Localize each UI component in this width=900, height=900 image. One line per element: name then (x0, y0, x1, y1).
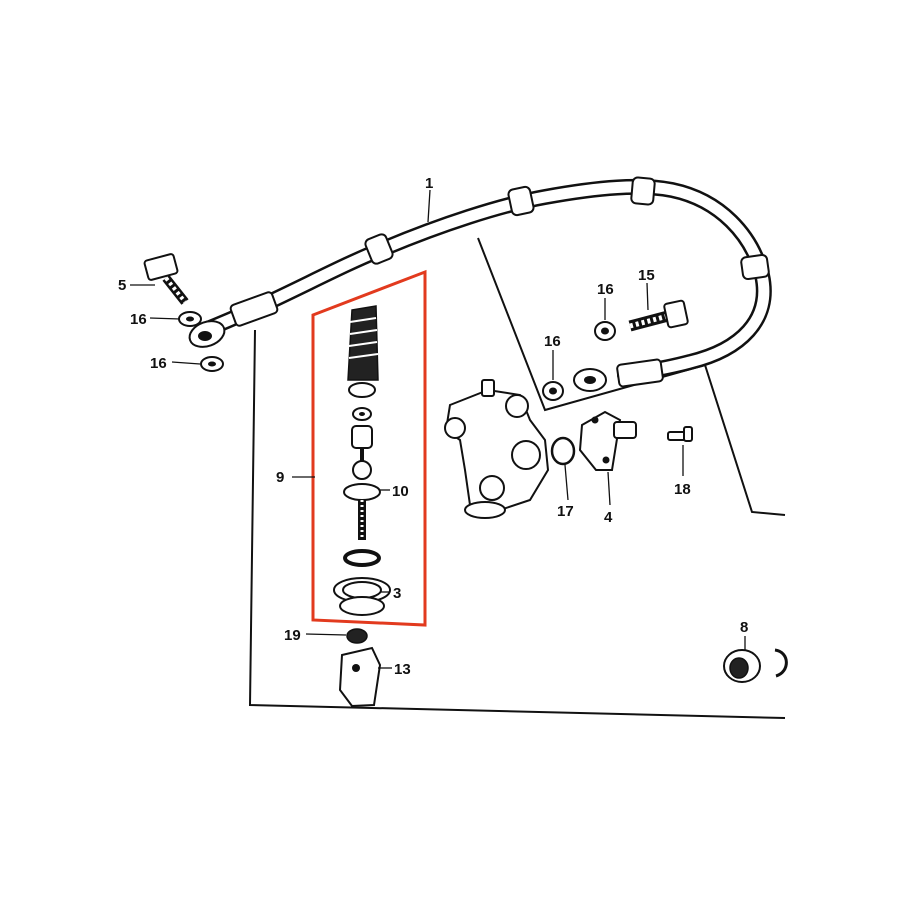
piston-part-10 (343, 460, 381, 540)
hose-end-fitting (616, 358, 664, 388)
ring-part-19 (346, 628, 368, 644)
bracket-part-4 (578, 410, 637, 471)
hose-collar (630, 176, 656, 206)
bleed-screw-part-18 (667, 426, 693, 442)
callout-13: 13 (394, 661, 411, 678)
cup-part-3 (333, 577, 391, 616)
bolt-part-15 (628, 299, 689, 332)
callout-18: 18 (674, 481, 691, 498)
block-part-13 (338, 646, 382, 708)
kit-highlight-box (311, 269, 427, 627)
brake-hose (188, 176, 772, 392)
callout-10: 10 (392, 483, 409, 500)
callout-19: 19 (284, 627, 301, 644)
hose-collar (364, 233, 394, 265)
kit-seal-ring (343, 549, 381, 567)
cap-part-8 (723, 648, 788, 683)
callout-17: 17 (557, 503, 574, 520)
callout-9: 9 (276, 469, 284, 486)
banjo-hole (584, 376, 596, 384)
washer-part-16 (200, 356, 224, 372)
callout-16: 16 (150, 355, 167, 372)
washer-part-16 (594, 321, 616, 341)
banjo-hole (198, 331, 212, 341)
kit-ring-small (348, 382, 376, 398)
callout-16: 16 (544, 333, 561, 350)
kit-washer (352, 407, 372, 421)
callout-3: 3 (393, 585, 401, 602)
hose-collar (740, 253, 770, 281)
caliper-body (444, 379, 550, 519)
washer-part-16 (542, 381, 564, 401)
kit-pin (351, 425, 373, 465)
frame-left-bottom-line (248, 329, 786, 719)
callout-15: 15 (638, 267, 655, 284)
hose-collar (507, 185, 535, 217)
callout-16: 16 (130, 311, 147, 328)
dust-boot (347, 305, 379, 381)
o-ring-part-17 (550, 436, 576, 466)
callout-16: 16 (597, 281, 614, 298)
leader-lines (130, 189, 746, 669)
callout-8: 8 (740, 619, 748, 636)
washer-part-16 (178, 311, 202, 327)
callout-1: 1 (425, 175, 433, 192)
hose-end-fitting (229, 291, 279, 327)
callout-4: 4 (604, 509, 613, 526)
bolt-part-5 (143, 253, 189, 305)
callout-5: 5 (118, 277, 126, 294)
